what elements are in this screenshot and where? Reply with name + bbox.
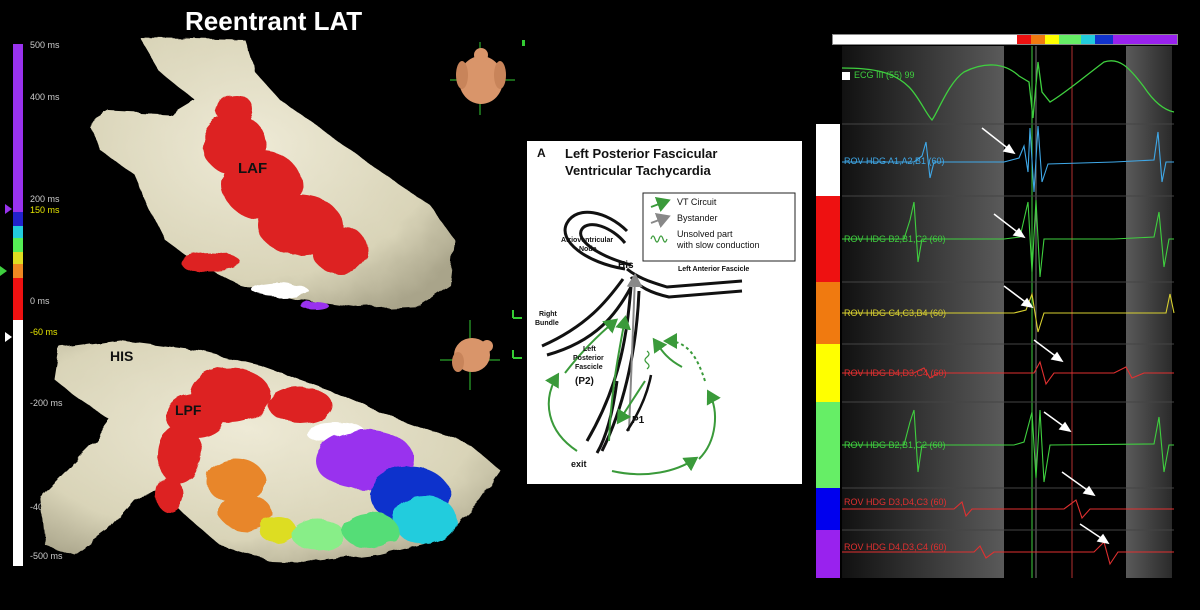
channel-label: ROV HDG B2,B1,C2 (60)	[844, 234, 946, 244]
label-av-node: Atrioventricular	[561, 237, 614, 244]
channel-label: ROV HDG A1,A2,B1 (60)	[844, 156, 945, 166]
legend-vt-circuit: VT Circuit	[677, 197, 717, 207]
diagram-title: Ventricular Tachycardia	[565, 163, 711, 178]
label-av-node: Node	[579, 246, 597, 253]
channel-label: ROV HDG B2,B1,C2 (60)	[844, 440, 946, 450]
electrogram-panel[interactable]: ECG III (55) 99 ROV HDG A1,A2,B1 (60) RO…	[814, 32, 1178, 578]
map-label-lpf: LPF	[175, 402, 202, 418]
channel-label: ROV HDG D4,D3,C4 (60)	[844, 542, 947, 552]
scale-label: 0 ms	[30, 296, 50, 306]
label-lpf: Fascicle	[575, 364, 603, 371]
lat-map-views[interactable]	[0, 0, 527, 610]
map-label-laf: LAF	[238, 160, 268, 177]
lat-color-scale	[13, 44, 23, 566]
channel-swatch[interactable]	[816, 196, 840, 282]
scale-label: 400 ms	[30, 92, 60, 102]
channel-label: ROV HDG D4,D3,C4 (60)	[844, 368, 947, 378]
label-laf: Left Anterior Fascicle	[678, 266, 750, 273]
channel-swatch[interactable]	[816, 530, 840, 578]
map-title: Reentrant LAT	[185, 6, 363, 36]
lower-lat-map	[40, 340, 500, 562]
label-right-bundle: Right	[539, 311, 557, 318]
ecg-checkbox[interactable]	[842, 72, 850, 80]
legend-slow-conduction: with slow conduction	[677, 240, 760, 250]
legend-bystander: Bystander	[677, 213, 718, 223]
scale-label: 500 ms	[30, 40, 60, 50]
channel-swatch[interactable]	[816, 402, 840, 488]
label-lpf: Posterior	[573, 355, 604, 362]
channel-swatch[interactable]	[816, 124, 840, 196]
channel-label: ROV HDG D3,D4,C3 (60)	[844, 497, 947, 507]
scale-label: 150 ms	[30, 205, 60, 215]
label-right-bundle: Bundle	[535, 320, 559, 327]
map-label-his: HIS	[110, 348, 134, 364]
legend-unsolved: Unsolved part	[677, 229, 733, 239]
diagram-panel-letter: A	[537, 146, 546, 160]
ecg-label: ECG III (55) 99	[854, 70, 915, 80]
label-p2: (P2)	[575, 376, 594, 387]
timeline-bar[interactable]	[832, 34, 1178, 45]
lpf-vt-diagram: A Left Posterior Fascicular Ventricular …	[527, 141, 802, 484]
channel-swatch[interactable]	[816, 488, 840, 530]
label-his: His	[618, 260, 634, 271]
label-lpf: Left	[583, 346, 596, 353]
label-p1: P1	[632, 415, 645, 426]
channel-swatch[interactable]	[816, 282, 840, 344]
scale-marker-icon[interactable]	[5, 204, 12, 214]
diagram-title: Left Posterior Fascicular	[565, 146, 718, 161]
scale-label: 200 ms	[30, 194, 60, 204]
scale-label: -60 ms	[30, 327, 58, 337]
label-exit: exit	[571, 459, 587, 469]
scale-label: -500 ms	[30, 551, 63, 561]
scale-marker-icon[interactable]	[5, 332, 12, 342]
scale-label: -200 ms	[30, 398, 63, 408]
channel-swatch[interactable]	[816, 344, 840, 402]
torso-orientation-icon	[440, 320, 500, 390]
scale-marker-icon[interactable]	[0, 266, 7, 276]
torso-orientation-icon	[450, 42, 515, 115]
channel-label: ROV HDG C4,C3,B4 (60)	[844, 308, 947, 318]
upper-lat-map	[88, 38, 455, 310]
